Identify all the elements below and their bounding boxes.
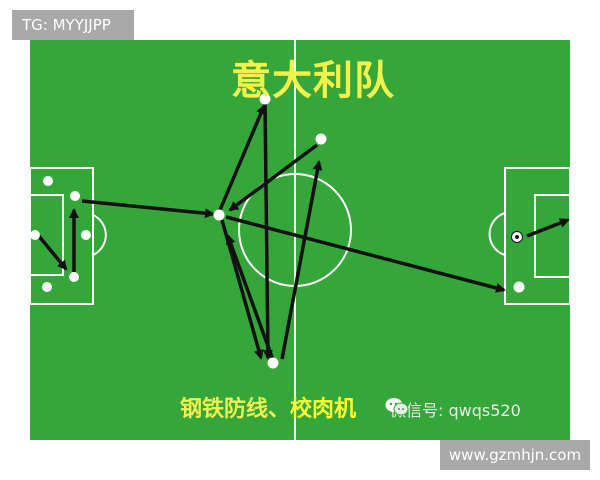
player-dot xyxy=(513,281,525,293)
player-dot xyxy=(69,272,79,282)
wechat-label: 微信号: qwqs520 xyxy=(390,401,521,420)
right-penalty-box xyxy=(504,167,570,305)
left-penalty-box xyxy=(30,167,94,305)
pass-arrow xyxy=(526,218,570,238)
pass-arrow xyxy=(36,233,68,271)
player-dot xyxy=(315,133,327,145)
diagram-title: 意大利队 xyxy=(231,58,395,104)
pass-arrow xyxy=(262,101,273,360)
player-dot xyxy=(42,282,52,292)
left-penalty-arc xyxy=(92,214,107,256)
wechat-id: 微信号: qwqs520 xyxy=(385,397,521,421)
pass-arrow xyxy=(218,104,266,211)
player-dot xyxy=(70,191,80,201)
player-dot xyxy=(213,209,225,221)
watermark-top: TG: MYYJJPP xyxy=(12,10,134,40)
diagram-caption: 钢铁防线、校肉机 xyxy=(180,391,356,423)
player-dot xyxy=(43,176,53,186)
pass-arrow xyxy=(228,143,319,212)
players xyxy=(30,93,525,369)
player-dot xyxy=(259,93,271,105)
pass-arrow xyxy=(225,215,506,293)
pass-arrow xyxy=(81,199,215,219)
soccer-ball-icon xyxy=(511,231,523,243)
right-goal-area xyxy=(534,194,570,278)
caption-text-2: 校肉机 xyxy=(290,397,357,422)
pitch-svg xyxy=(30,40,570,440)
pass-arrow xyxy=(280,160,323,360)
caption-text-1: 钢铁防线、 xyxy=(180,397,291,422)
player-dot xyxy=(267,357,279,369)
player-dot xyxy=(30,230,40,240)
right-penalty-arc xyxy=(488,212,506,256)
left-goal-area xyxy=(30,194,64,276)
player-dot xyxy=(81,230,91,240)
watermark-bottom: www.gzmhjn.com xyxy=(440,440,590,470)
pass-arrows xyxy=(36,101,570,361)
pitch-diagram: 意大利队 钢铁防线、校肉机 微信号: qwqs520 xyxy=(30,40,570,440)
pass-arrow xyxy=(226,234,275,361)
